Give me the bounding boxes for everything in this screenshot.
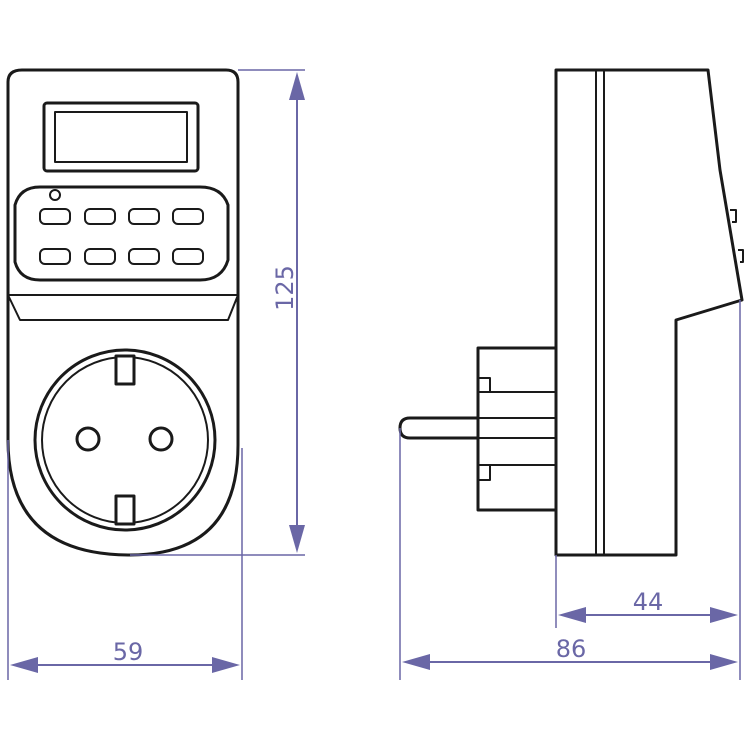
width-arrow-right — [212, 657, 240, 673]
total-depth-arrow-left — [402, 654, 430, 670]
lcd-display-frame — [42, 101, 200, 173]
height-label: 125 — [271, 265, 299, 311]
plug-base — [476, 346, 558, 512]
plug-pin — [398, 416, 480, 440]
keypad-button — [128, 248, 160, 265]
total-depth-label: 86 — [556, 635, 587, 663]
side-button-nub-top — [730, 209, 737, 223]
width-label: 59 — [113, 638, 144, 666]
keypad-panel — [13, 185, 230, 282]
height-arrow-top — [289, 72, 305, 100]
keypad-button — [128, 208, 160, 225]
socket-ground-clip-top — [114, 354, 136, 386]
height-arrow-bottom — [289, 525, 305, 553]
side-seam-line — [595, 70, 605, 555]
keypad-button — [84, 208, 116, 225]
keypad-button — [172, 208, 204, 225]
socket-ground-clip-bottom — [114, 494, 136, 526]
lcd-display-screen — [54, 111, 188, 163]
socket-outer-ring — [33, 348, 217, 532]
indicator-led — [49, 189, 61, 201]
dimension-lines: 125 59 44 86 — [7, 69, 741, 680]
keypad-button — [39, 208, 71, 225]
total-depth-arrow-right — [710, 654, 738, 670]
width-arrow-left — [10, 657, 38, 673]
side-button-nub-bottom — [738, 249, 744, 263]
module-bevel-line — [7, 294, 239, 321]
plug-step — [478, 377, 491, 481]
socket-pin-hole-right — [148, 426, 174, 452]
plug-ridges — [478, 391, 556, 466]
body-depth-label: 44 — [633, 588, 664, 616]
keypad-button — [84, 248, 116, 265]
socket-pin-hole-left — [75, 426, 101, 452]
body-depth-arrow-left — [558, 607, 586, 623]
front-view — [6, 68, 240, 557]
side-view — [398, 68, 744, 557]
body-depth-arrow-right — [710, 607, 738, 623]
keypad-button — [172, 248, 204, 265]
side-body-outline — [554, 68, 744, 557]
keypad-button — [39, 248, 71, 265]
